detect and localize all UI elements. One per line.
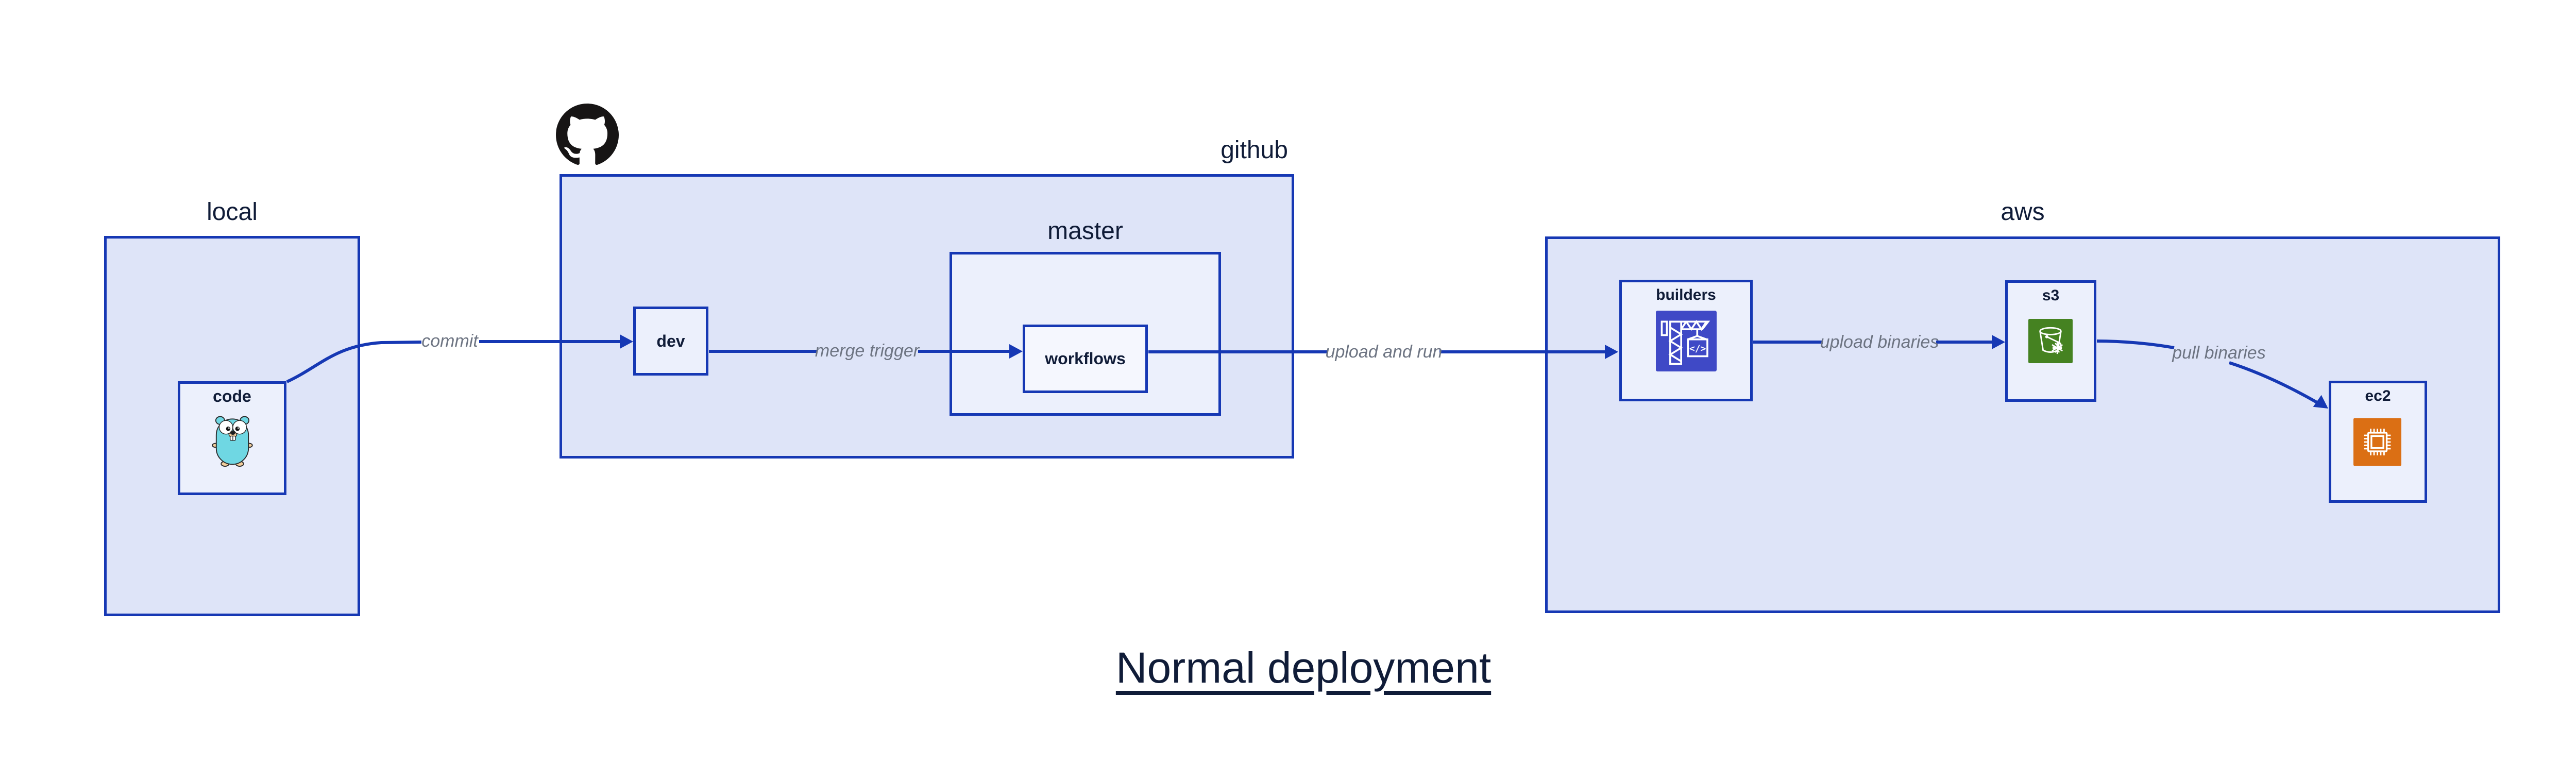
edge-merge-trigger-label: merge trigger bbox=[815, 341, 920, 361]
diagram-title: Normal deployment bbox=[1115, 643, 1492, 692]
workflows-node-label: workflows bbox=[1045, 349, 1126, 368]
dev-node: dev bbox=[633, 307, 708, 376]
local-container-label: local bbox=[207, 198, 258, 226]
aws-container-label: aws bbox=[2001, 198, 2045, 226]
s3-node-label: s3 bbox=[2042, 287, 2060, 304]
code-node-label: code bbox=[213, 387, 251, 405]
master-container-label: master bbox=[1047, 217, 1123, 245]
edge-pull-binaries-label: pull binaries bbox=[2172, 343, 2266, 363]
edge-upload-run-label: upload and run bbox=[1325, 342, 1443, 362]
s3-bucket-snowflake-icon bbox=[2028, 319, 2073, 363]
github-container-label: github bbox=[1221, 137, 1288, 164]
workflows-node: workflows bbox=[1023, 325, 1148, 393]
builders-node-label: builders bbox=[1656, 286, 1716, 303]
edge-commit-label: commit bbox=[421, 331, 478, 351]
edge-upload-binaries-label: upload binaries bbox=[1820, 332, 1939, 352]
go-gopher-icon bbox=[212, 416, 253, 467]
ec2-chip-icon bbox=[2353, 418, 2401, 466]
dev-node-label: dev bbox=[656, 331, 685, 350]
ec2-node-label: ec2 bbox=[2365, 387, 2391, 404]
github-octocat-icon bbox=[556, 104, 619, 165]
builders-icon-code-glyph: </> bbox=[1689, 343, 1706, 354]
crane-builders-icon: </> bbox=[1656, 311, 1717, 371]
